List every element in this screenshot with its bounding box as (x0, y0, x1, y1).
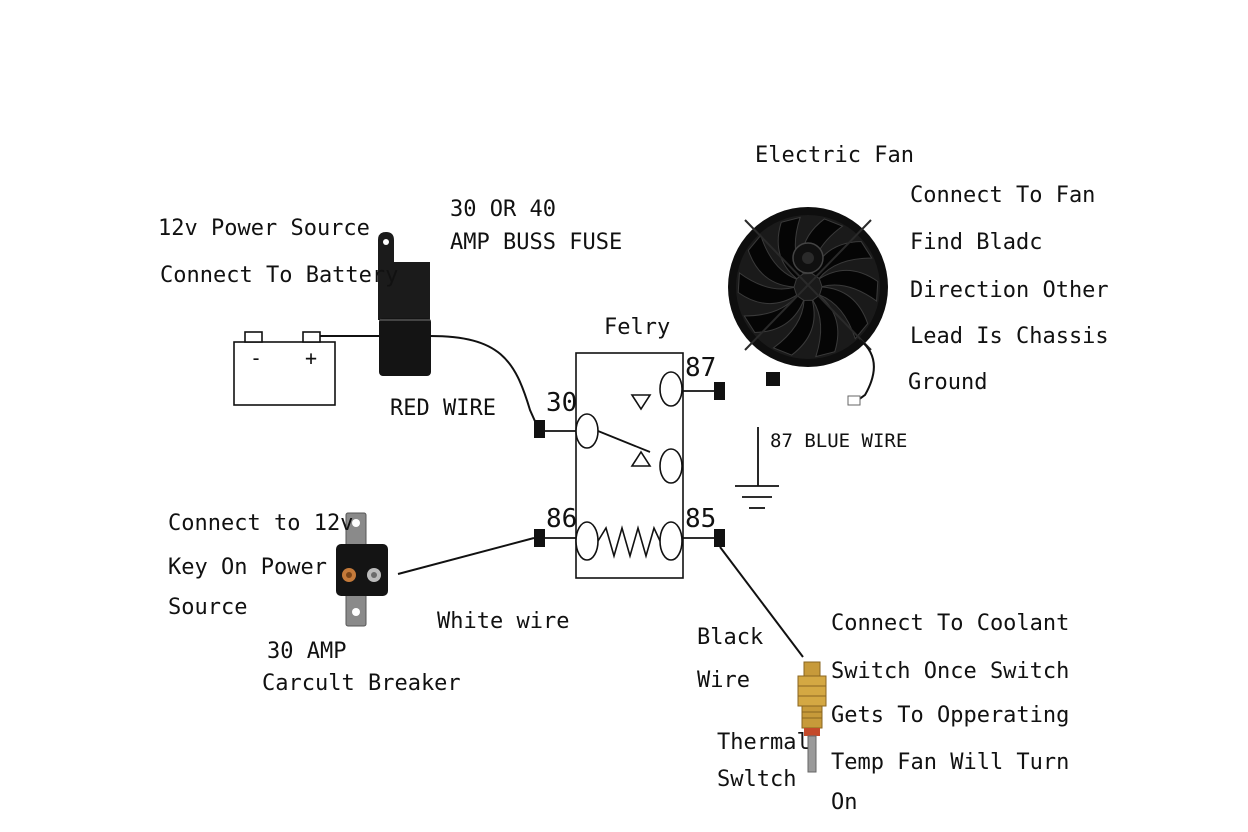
pin-30-contact (575, 413, 599, 449)
fan-blade (737, 272, 798, 305)
fan-blade (772, 299, 815, 356)
fan-note-2: Find Bladc (910, 230, 1043, 255)
key-on-label-1: Connect to 12v (168, 511, 354, 536)
fan-blade (818, 286, 869, 340)
thermal-switch-icon (797, 661, 827, 773)
black-wire-label-2: Wire (697, 668, 750, 693)
fan-title: Electric Fan (755, 143, 914, 168)
white-wire-label: White wire (437, 609, 570, 634)
thermal-label-1: Thermal (717, 730, 810, 755)
coolant-note-3: Gets To Opperating (831, 703, 1070, 728)
circuit-breaker-icon (336, 512, 388, 627)
battery-icon (233, 331, 336, 406)
pin-87-label: 87 (685, 353, 717, 383)
black-wire-label-1: Black (697, 625, 764, 650)
relay-title: Felry (604, 315, 671, 340)
blue-wire-label: 87 BLUE WIRE (770, 430, 908, 452)
pin-85-terminal (714, 529, 725, 547)
breaker-label-2: Carcult Breaker (262, 671, 461, 696)
fan-note-4: Lead Is Chassis (910, 324, 1109, 349)
coolant-note-2: Switch Once Switch (831, 659, 1070, 684)
black-wire (719, 546, 804, 658)
pin-30-label: 30 (546, 388, 578, 418)
fuse-label-1: 30 OR 40 (450, 197, 556, 222)
power-source-label-2: Connect To Battery (160, 263, 399, 288)
battery-plus-label: + (305, 346, 318, 370)
key-on-label-3: Source (168, 595, 248, 620)
breaker-label-1: 30 AMP (267, 639, 347, 664)
contact-arrow-lower (630, 450, 652, 467)
coolant-note-1: Connect To Coolant (831, 611, 1070, 636)
fan-note-5: Ground (908, 370, 988, 395)
coolant-note-5: On (831, 790, 858, 815)
pin-85-label: 85 (685, 504, 717, 534)
red-wire-label: RED WIRE (390, 396, 496, 421)
fan-blade (818, 269, 879, 302)
pin-85-contact (659, 521, 683, 561)
fuse-holder-icon (378, 232, 431, 376)
power-source-label-1: 12v Power Source (158, 216, 370, 241)
pin-87a-contact (659, 448, 683, 484)
pin-30-terminal (534, 420, 545, 438)
coolant-note-4: Temp Fan Will Turn (831, 750, 1070, 775)
fan-note-1: Connect To Fan (910, 183, 1096, 208)
fuse-label-2: AMP BUSS FUSE (450, 230, 623, 255)
relay-coil (597, 525, 661, 559)
white-wire (397, 537, 535, 575)
fan-note-3: Direction Other (910, 278, 1109, 303)
pin-86-terminal (534, 529, 545, 547)
contact-arrow-upper (630, 394, 652, 411)
electric-fan-icon (728, 207, 888, 406)
thermal-label-2: Swltch (717, 767, 797, 792)
battery-minus-label: - (250, 346, 263, 370)
fan-blade (747, 234, 798, 288)
key-on-label-2: Key On Power (168, 555, 327, 580)
pin-86-contact (575, 521, 599, 561)
red-wire (429, 335, 539, 429)
ground-icon (735, 427, 779, 509)
pin-87-contact (659, 371, 683, 407)
pin-87-terminal (714, 382, 725, 400)
relay-switch-arm (597, 430, 651, 453)
pin-86-label: 86 (546, 504, 578, 534)
